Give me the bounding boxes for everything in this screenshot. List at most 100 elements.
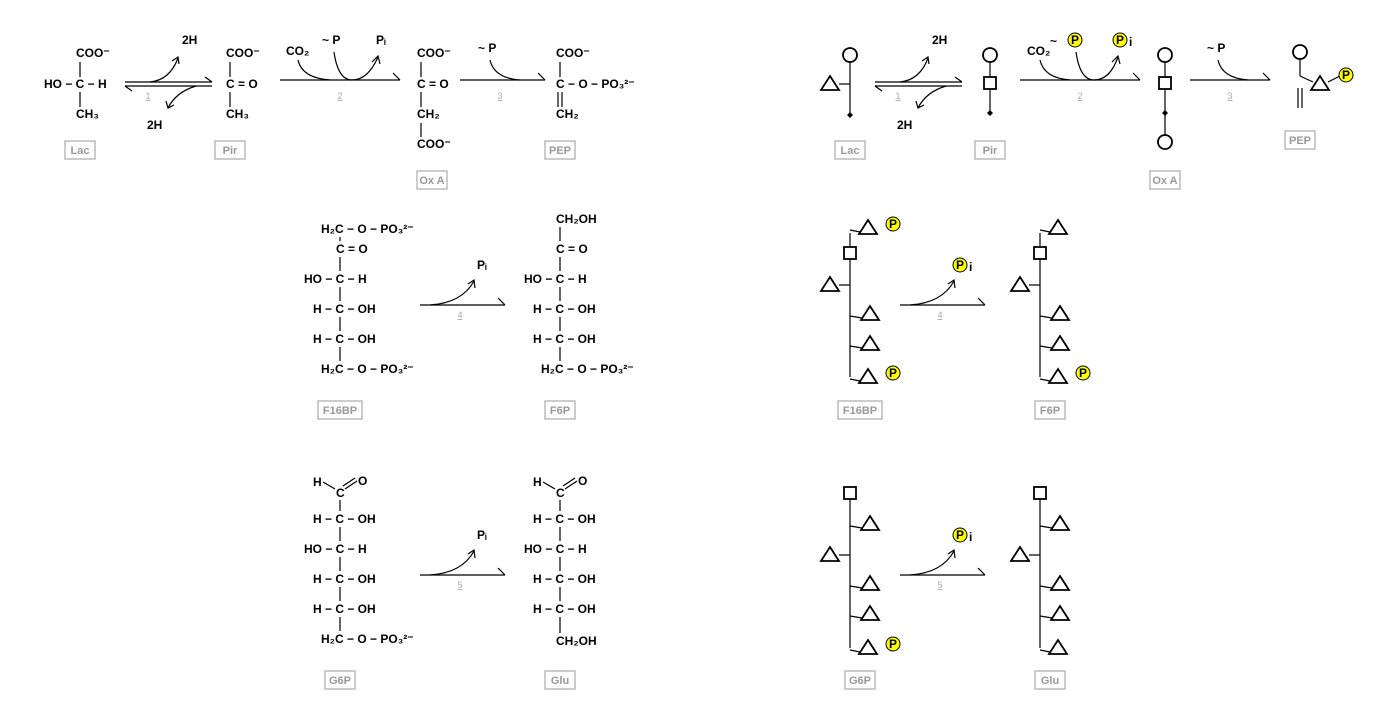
- lac-methyl: CH₃: [76, 107, 99, 121]
- square-carbonyl-icon: [843, 486, 857, 500]
- arrow-path: [1039, 59, 1071, 81]
- arrowhead: [497, 567, 506, 576]
- reaction-number: 1: [145, 91, 150, 101]
- bond-line: [849, 525, 863, 529]
- pir-symbolic-label: Pir: [983, 145, 998, 157]
- triangle-hydroxyl-icon: [1049, 574, 1071, 591]
- reaction-number: 4: [937, 310, 942, 320]
- triangle-hydroxyl-icon: [859, 304, 881, 321]
- triangle-hydroxyl-icon: [1049, 604, 1071, 621]
- f6p-symbolic-label: F6P: [1040, 405, 1060, 417]
- f16bp-symbolic-label: F16BP: [843, 405, 877, 417]
- bond-line: [344, 480, 358, 490]
- arrowhead: [977, 567, 986, 576]
- reaction-number: 3: [497, 91, 502, 101]
- oxa-center: C = O: [417, 77, 449, 91]
- arrowhead: [977, 297, 986, 306]
- arrowhead: [1262, 72, 1271, 81]
- dot-methyl-icon: [1162, 110, 1168, 116]
- glu-row: H − C − OH: [533, 572, 596, 586]
- g6p-symbolic-label: G6P: [849, 675, 871, 687]
- bond-line: [564, 480, 578, 490]
- bond-line: [1039, 649, 1051, 653]
- oxa-symbolic-label-box: [1149, 170, 1181, 190]
- pi-text: Pᵢ: [376, 33, 386, 47]
- phosphate-badge-icon: [1338, 67, 1354, 83]
- arrow-path: [1075, 51, 1119, 81]
- arrowhead: [1132, 72, 1141, 81]
- phosphate-badge-text: P: [956, 528, 964, 542]
- triangle-hydroxyl-icon: [1009, 275, 1031, 292]
- reaction-number: 2: [1077, 91, 1082, 101]
- bond-line: [342, 477, 356, 487]
- circle-carboxyl-icon: [1157, 134, 1173, 150]
- co2-text: CO₂: [1027, 44, 1050, 58]
- arrowhead: [204, 76, 213, 83]
- arrowhead: [497, 297, 506, 306]
- oxa-symbolic-label: Ox A: [1152, 175, 1177, 187]
- arrowhead: [947, 548, 956, 559]
- phosphate-badge-icon: [885, 216, 901, 232]
- arrowhead: [1111, 54, 1121, 65]
- bond-line: [1039, 525, 1053, 529]
- phosphate-badge-icon: [952, 257, 968, 273]
- pir-symbolic-label-box: [974, 140, 1006, 160]
- arrow-path: [909, 550, 955, 576]
- glu-symbolic-label: Glu: [1041, 675, 1059, 687]
- arrowhead: [947, 278, 956, 289]
- arrowhead: [467, 278, 476, 289]
- phosphate-badge-text: P: [889, 637, 897, 651]
- co2-text: CO₂: [286, 44, 309, 58]
- triangle-hydroxyl-icon: [857, 367, 879, 384]
- f16bp-row: H₂C − O − PO₃²⁻: [321, 362, 414, 376]
- triangle-hydroxyl-icon: [1049, 334, 1071, 351]
- arrow-path: [429, 280, 475, 306]
- product-2h: 2H: [932, 33, 947, 47]
- oxa-methylene: CH₂: [417, 107, 440, 121]
- glu-aldehyde-h: H: [533, 475, 542, 489]
- arrowhead: [954, 76, 963, 83]
- pir-carboxyl: COO⁻: [226, 46, 260, 60]
- f6p-row: CH₂OH: [556, 212, 597, 226]
- bond-line: [1327, 75, 1341, 83]
- f16bp-label: F16BP: [323, 405, 357, 417]
- lac-center: HO − C − H: [44, 77, 107, 91]
- f6p-row: H − C − OH: [533, 332, 596, 346]
- reaction-number: 4: [457, 310, 462, 320]
- phosphate-badge-text: P: [1342, 68, 1350, 82]
- arrow-path: [909, 280, 955, 306]
- glu-symbolic-label-box: [1034, 670, 1066, 690]
- circle-carboxyl-icon: [982, 47, 998, 63]
- circle-carboxyl-icon: [1157, 47, 1173, 63]
- glu-row: CH₂OH: [556, 634, 597, 648]
- arrowhead: [124, 85, 133, 92]
- f6p-row: HO − C − H: [524, 272, 587, 286]
- pep-label: PEP: [549, 145, 571, 157]
- f6p-row: C = O: [556, 242, 588, 256]
- triangle-hydroxyl-icon: [1047, 367, 1069, 384]
- f16bp-row: HO − C − H: [304, 272, 367, 286]
- pi-text: Pᵢ: [477, 258, 487, 272]
- bond-line: [849, 615, 863, 619]
- pep-carboxyl: COO⁻: [556, 46, 590, 60]
- phosphate-badge-icon: [885, 365, 901, 381]
- bond-line: [322, 481, 336, 490]
- oxa-label: Ox A: [419, 175, 444, 187]
- bond-line: [1039, 585, 1053, 589]
- bond-line: [849, 345, 863, 349]
- phosphate-badge-text: P: [1079, 366, 1087, 380]
- glu-label: Glu: [551, 675, 569, 687]
- bond-line: [849, 378, 861, 382]
- arrow-path: [167, 85, 197, 109]
- reaction-number: 3: [1227, 91, 1232, 101]
- arrowhead: [392, 72, 401, 81]
- f16bp-row: C = O: [336, 242, 368, 256]
- phosphate-badge-icon: [885, 636, 901, 652]
- oxa-label-box: [416, 170, 448, 190]
- bond-line: [562, 477, 576, 487]
- circle-carboxyl-icon: [842, 47, 858, 63]
- triangle-hydroxyl-icon: [1049, 514, 1071, 531]
- pep-symbolic-label: PEP: [1289, 135, 1311, 147]
- triangle-hydroxyl-icon: [859, 334, 881, 351]
- pep-center: C − O − PO₃²⁻: [556, 77, 635, 91]
